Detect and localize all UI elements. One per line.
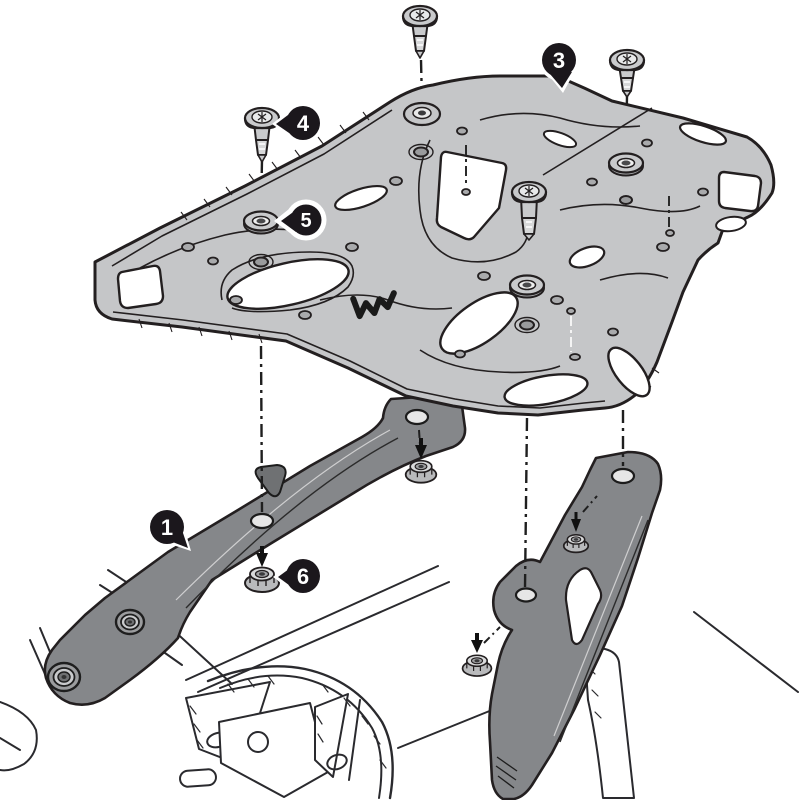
cutout-slot — [678, 122, 728, 146]
plate-channel-lines — [139, 107, 701, 374]
fender-arc-inner — [219, 674, 383, 799]
washers — [242, 152, 645, 299]
flange-nut — [562, 534, 590, 554]
button-head-screw — [608, 48, 646, 98]
callout-3-label: 3 — [553, 48, 565, 73]
plate-edge-hatching — [138, 111, 660, 388]
bodywork-diagonal-line — [693, 611, 799, 693]
motorcycle-tail-outline — [0, 565, 799, 800]
callout-5-label: 5 — [300, 210, 311, 232]
cutout-center — [435, 150, 508, 241]
bottom-left-line — [0, 737, 21, 751]
cutout-right-wing — [717, 170, 763, 213]
fender-spoke-line — [348, 699, 361, 781]
grommet — [46, 661, 82, 693]
rack-plate — [93, 74, 776, 417]
callout-1-label: 1 — [161, 515, 173, 540]
flange-nuts — [244, 438, 590, 677]
flange-nut — [404, 459, 438, 484]
flange-nut — [461, 654, 493, 677]
callout-4: 4 — [272, 102, 324, 144]
button-head-screw — [510, 180, 548, 241]
tail-pocket-right — [314, 693, 349, 778]
screw-hole-ringed — [248, 143, 633, 334]
cutout-slot — [334, 184, 388, 212]
axis-center-screw-lower — [523, 417, 529, 589]
screw-boss — [402, 101, 442, 127]
screws — [243, 4, 646, 241]
cutout-slot — [226, 258, 350, 310]
plate-hidden-axis-dashes — [465, 145, 670, 352]
callout-6-label: 6 — [297, 564, 309, 589]
cutout-oval — [715, 215, 747, 233]
left-bracket-bevel-dark — [185, 437, 399, 609]
tail-bridge-panel — [218, 702, 329, 798]
left-bracket-hole-top — [404, 408, 430, 426]
down-arrow-icon — [256, 438, 581, 653]
right-bracket-tip-hatching — [495, 756, 518, 789]
axis-nut-diagonal — [582, 495, 598, 513]
cutout-slot — [503, 373, 589, 407]
left-bracket-hole-mid — [249, 512, 275, 530]
washer — [607, 152, 645, 177]
left-bracket-body — [43, 393, 467, 706]
seat-edge-line — [197, 581, 450, 693]
right-bracket-hole-top — [610, 467, 636, 485]
callout-5: 5 — [274, 199, 327, 241]
axis-screw4-lower — [259, 345, 264, 513]
callout-6: 6 — [273, 555, 324, 597]
cutout-left-wing — [116, 264, 165, 310]
plate-holes — [181, 126, 709, 361]
plate-inner-edge-bottom — [112, 311, 606, 409]
bridge-hole — [247, 731, 269, 753]
left-bracket-tab — [254, 463, 287, 498]
axis-nut-diagonal — [483, 626, 501, 644]
washer — [242, 210, 280, 235]
fender-bottom-line — [397, 709, 493, 749]
right-bracket-bevel-light — [553, 515, 643, 737]
button-head-screw — [243, 106, 281, 163]
cutout-slot — [607, 346, 651, 398]
cutout-slot — [568, 245, 606, 269]
right-bracket — [488, 450, 663, 800]
grommet — [114, 608, 146, 636]
torx-icon — [524, 186, 534, 196]
torx-icon — [257, 112, 267, 122]
plate-inner-edge-top — [111, 109, 393, 267]
washer — [508, 274, 546, 299]
torx-icon — [622, 54, 632, 64]
bottom-left-curve — [0, 701, 38, 772]
right-bracket-hole-left — [514, 587, 538, 603]
right-bracket-cutout — [564, 567, 603, 646]
left-bracket-bevel-light — [175, 429, 391, 601]
callout-1: 1 — [146, 506, 191, 551]
torx-icon — [415, 10, 425, 20]
brand-logo — [350, 290, 397, 320]
left-bracket — [43, 393, 467, 706]
right-bracket-bevel-dark — [559, 519, 649, 743]
callout-4-label: 4 — [297, 111, 310, 136]
callouts: 3 4 5 1 — [146, 39, 580, 597]
seat-edge-line — [185, 565, 439, 681]
cutout-slot — [439, 291, 519, 355]
cutout-slot — [542, 129, 578, 149]
fender-arc-outer — [206, 665, 394, 800]
flange-nut — [244, 566, 280, 593]
button-head-screw — [401, 4, 439, 59]
pocket-hole — [326, 753, 348, 771]
callout-3: 3 — [538, 39, 580, 93]
tail-slot — [179, 768, 217, 788]
